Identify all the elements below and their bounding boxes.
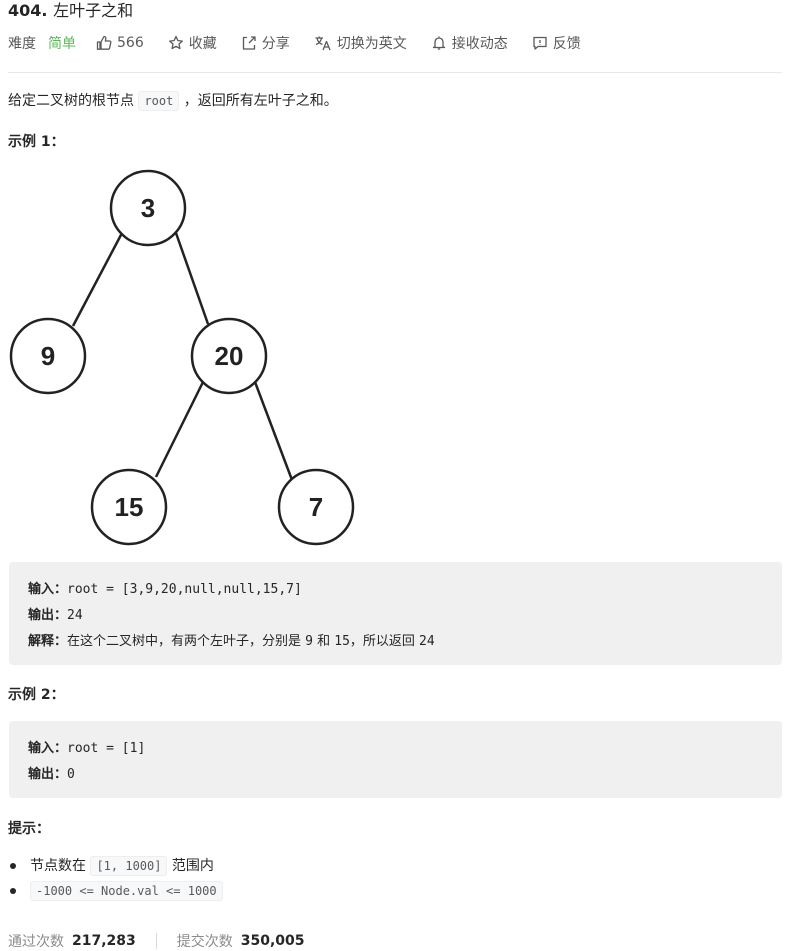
example-2-heading: 示例 2： bbox=[8, 687, 65, 703]
problem-number: 404. bbox=[8, 1, 48, 20]
stats-divider bbox=[155, 933, 157, 949]
inline-code-root: root bbox=[138, 91, 180, 111]
constraints-list: 节点数在 [1, 1000] 范围内 -1000 <= Node.val <= … bbox=[10, 855, 223, 905]
problem-name: 左叶子之和 bbox=[53, 1, 134, 20]
svg-text:3: 3 bbox=[141, 193, 155, 223]
share-icon bbox=[242, 36, 256, 50]
subscribe-label: 接收动态 bbox=[451, 36, 508, 52]
translate-icon bbox=[315, 36, 331, 51]
share-button[interactable]: 分享 bbox=[241, 33, 290, 53]
problem-meta-bar: 难度 简单 566 收藏 分享 切换为英文 接收动态 反馈 bbox=[8, 31, 605, 55]
translate-button[interactable]: 切换为英文 bbox=[314, 33, 407, 53]
problem-description: 给定二叉树的根节点 root ，返回所有左叶子之和。 bbox=[8, 90, 338, 112]
tree-node: 9 bbox=[9, 317, 87, 395]
svg-text:15: 15 bbox=[115, 492, 144, 522]
tree-edge bbox=[154, 381, 205, 478]
constraint-text-end: 范围内 bbox=[167, 858, 214, 874]
example-1-input: 输入：root = [3,9,20,null,null,15,7] bbox=[28, 582, 302, 597]
svg-text:7: 7 bbox=[309, 492, 323, 522]
example-1-explanation: 解释：在这个二叉树中，有两个左叶子，分别是 9 和 15，所以返回 24 bbox=[28, 634, 435, 649]
problem-title: 404. 左叶子之和 bbox=[8, 0, 133, 22]
star-icon bbox=[168, 35, 183, 50]
tree-node: 20 bbox=[190, 317, 268, 395]
tree-node: 7 bbox=[277, 468, 355, 546]
feedback-icon bbox=[533, 36, 547, 50]
favorite-button[interactable]: 收藏 bbox=[168, 33, 217, 53]
tree-node: 15 bbox=[90, 468, 168, 546]
subscribe-button[interactable]: 接收动态 bbox=[431, 33, 508, 53]
constraints-heading: 提示： bbox=[8, 821, 50, 837]
tree-edge bbox=[71, 232, 124, 327]
translate-label: 切换为英文 bbox=[336, 36, 407, 52]
submission-stats: 通过次数 217,283 提交次数 350,005 bbox=[8, 931, 305, 951]
like-count: 566 bbox=[117, 35, 144, 51]
list-item: -1000 <= Node.val <= 1000 bbox=[10, 880, 223, 905]
share-label: 分享 bbox=[261, 36, 290, 52]
inline-code: -1000 <= Node.val <= 1000 bbox=[30, 881, 223, 901]
bell-icon bbox=[432, 36, 445, 50]
svg-text:9: 9 bbox=[41, 341, 55, 371]
favorite-label: 收藏 bbox=[188, 36, 217, 52]
submitted-label: 提交次数 bbox=[176, 934, 233, 950]
inline-code: [1, 1000] bbox=[90, 856, 168, 876]
tree-node: 3 bbox=[109, 169, 187, 247]
tree-edge bbox=[174, 232, 210, 325]
feedback-button[interactable]: 反馈 bbox=[532, 33, 581, 53]
like-button[interactable]: 566 bbox=[96, 35, 144, 51]
submitted-count: 350,005 bbox=[240, 933, 305, 949]
tree-edge bbox=[253, 381, 294, 481]
divider bbox=[8, 72, 782, 73]
feedback-label: 反馈 bbox=[552, 36, 581, 52]
svg-text:20: 20 bbox=[215, 341, 244, 371]
thumbs-up-icon bbox=[96, 35, 112, 50]
description-text-end: ，返回所有左叶子之和。 bbox=[179, 93, 338, 109]
example-1-heading: 示例 1： bbox=[8, 134, 65, 150]
description-text: 给定二叉树的根节点 bbox=[8, 93, 139, 109]
example-2-output: 输出：0 bbox=[28, 767, 75, 782]
accepted-count: 217,283 bbox=[72, 933, 136, 949]
example-1-block: 输入：root = [3,9,20,null,null,15,7] 输出：24 … bbox=[9, 562, 782, 665]
difficulty-label: 难度 bbox=[8, 36, 36, 52]
example-2-input: 输入：root = [1] bbox=[28, 741, 146, 756]
example-1-output: 输出：24 bbox=[28, 608, 83, 623]
accepted-label: 通过次数 bbox=[8, 934, 64, 950]
example-tree-diagram: 3 9 20 15 7 bbox=[9, 169, 355, 546]
list-item: 节点数在 [1, 1000] 范围内 bbox=[10, 855, 223, 880]
constraint-text: 节点数在 bbox=[30, 858, 91, 874]
difficulty-badge: 简单 bbox=[48, 36, 76, 52]
example-2-block: 输入：root = [1] 输出：0 bbox=[9, 721, 782, 798]
